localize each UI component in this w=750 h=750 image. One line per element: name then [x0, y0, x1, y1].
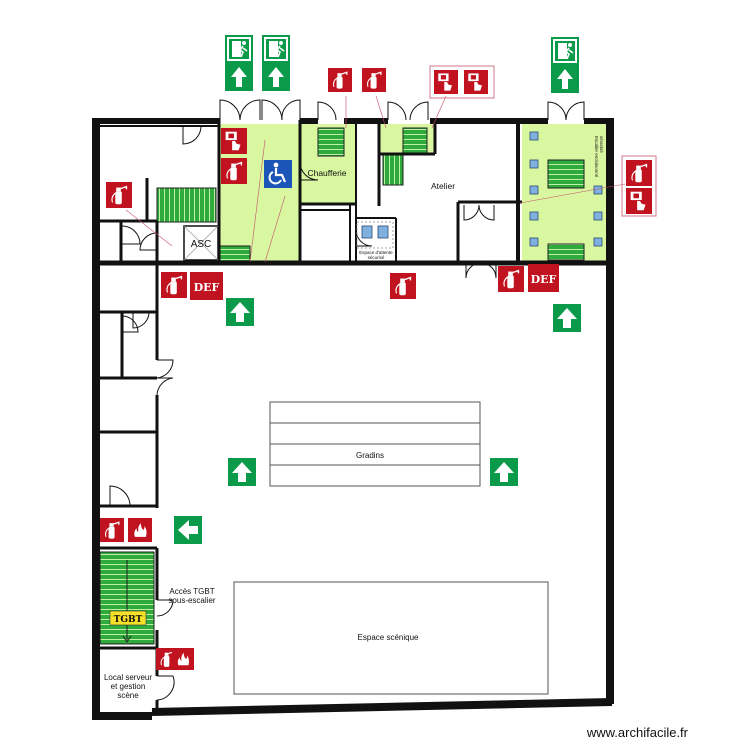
room-labels: Chaufferie Atelier ASC Gradins Espace sc…: [104, 136, 604, 700]
arrow-up-icon: [553, 304, 581, 332]
attente-securisee-zone: [356, 221, 394, 249]
room-label-espace-scenique: Espace scénique: [358, 633, 419, 642]
interior-walls: [96, 120, 610, 712]
arrow-up-icon: [490, 458, 518, 486]
room-label-acces-tgbt-1: Accès TGBT: [169, 587, 214, 596]
room-label-local-serveur-2: et gestion: [111, 682, 146, 691]
fire-extinguisher-icon: [362, 68, 386, 92]
fire-extinguisher-icon: [221, 158, 247, 184]
wheelchair-icon: [264, 160, 292, 188]
arrow-up-icon: [228, 458, 256, 486]
fire-extinguisher-icon: [328, 68, 352, 92]
svg-text:DEF: DEF: [194, 281, 220, 294]
fire-extinguisher-icon: [161, 271, 187, 299]
fire-alarm-icon: [434, 70, 458, 94]
fire-equipment-signs: [100, 65, 657, 670]
doors: [109, 99, 585, 701]
fire-flame-icon: [172, 648, 194, 670]
fire-extinguisher-icon: [626, 160, 652, 186]
room-label-chaufferie: Chaufferie: [307, 168, 346, 178]
room-label-attente-2: sécurisé: [368, 255, 385, 260]
emergency-exit-icon: [225, 35, 253, 91]
room-label-escalier-2: sécurisé: [599, 136, 604, 153]
watermark: www.archifacile.fr: [586, 725, 688, 740]
svg-text:TGBT: TGBT: [114, 615, 143, 625]
outer-walls: [92, 118, 614, 720]
room-label-local-serveur-1: Local serveur: [104, 673, 152, 682]
arrow-up-icon: [226, 298, 254, 326]
room-label-gradins: Gradins: [356, 451, 384, 460]
fire-extinguisher-icon: [106, 182, 132, 208]
fire-extinguisher-icon: [100, 518, 124, 542]
fire-alarm-icon: [221, 128, 247, 154]
fire-flame-icon: [128, 518, 152, 542]
fire-alarm-icon: [626, 188, 652, 214]
emergency-exit-icon: [262, 35, 290, 91]
arrow-left-icon: [174, 516, 202, 544]
emergency-exit-icon: [551, 37, 579, 93]
room-label-atelier: Atelier: [431, 181, 455, 191]
stairs: [99, 127, 585, 645]
room-label-local-serveur-3: scène: [117, 691, 139, 700]
def-badge-left: DEF: [190, 272, 223, 300]
fire-extinguisher-icon: [390, 272, 416, 300]
room-label-attente-1: Espace d'attente: [359, 250, 393, 255]
emergency-exit-signs: [225, 35, 579, 93]
room-label-asc: ASC: [191, 239, 212, 250]
tgbt-badge: TGBT: [109, 610, 147, 626]
espace-scenique-area: [233, 581, 549, 695]
fire-extinguisher-icon: [498, 265, 524, 293]
svg-text:DEF: DEF: [531, 273, 557, 286]
def-badge-right: DEF: [528, 264, 559, 292]
fire-alarm-icon: [464, 70, 488, 94]
room-label-acces-tgbt-2: sous-escalier: [168, 596, 215, 605]
room-label-escalier-1: Escalier encloisonné: [594, 136, 599, 178]
gradins: [269, 401, 481, 487]
refuge-seats: [361, 131, 603, 247]
